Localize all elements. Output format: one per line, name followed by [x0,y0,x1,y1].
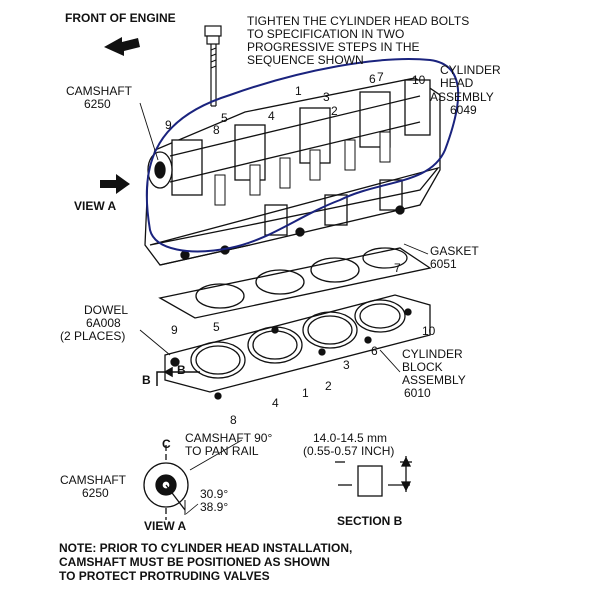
instruction-line-2: TO SPECIFICATION IN TWO [247,27,405,41]
dowel-note: (2 PLACES) [60,329,126,343]
cylinder-head-line-2: HEAD [440,76,474,90]
section-marker-label: B [142,373,151,387]
camshaft-top-code: 6250 [84,97,111,111]
head-seq-5: 5 [221,111,228,125]
view-a-arrow-icon [100,174,130,194]
note-line-2: CAMSHAFT MUST BE POSITIONED AS SHOWN [59,555,330,569]
view-a-detail [143,445,199,520]
cylinder-block [164,294,431,400]
note-line-1: NOTE: PRIOR TO CYLINDER HEAD INSTALLATIO… [59,541,353,555]
cylinder-head [144,77,441,266]
camshaft-bottom-code: 6250 [82,486,109,500]
angle-1: 30.9° [200,487,229,501]
camshaft-90-line-2: TO PAN RAIL [185,444,259,458]
cylinder-block-line-3: ASSEMBLY [402,373,466,387]
head-seq-8: 8 [213,123,220,137]
dowel-code: 6A008 [86,316,121,330]
section-b-label: SECTION B [337,514,403,528]
section-marker-label-2: B [177,363,186,377]
dowel-name: DOWEL [84,303,129,317]
head-seq-6: 6 [369,72,376,86]
cylinder-head-code: 6049 [450,103,477,117]
cylinder-block-code: 6010 [404,386,431,400]
head-seq-1: 1 [295,84,302,98]
view-a-bottom-label: VIEW A [144,519,187,533]
gasket-name: GASKET [430,244,479,258]
head-bolt [204,25,222,107]
view-a-label: VIEW A [74,199,117,213]
block-seq-6: 6 [371,344,378,358]
cylinder-head-line-1: CYLINDER [440,63,501,77]
block-seq-7: 7 [394,261,401,275]
highlight-annotation [145,58,460,253]
cylinder-block-line-1: CYLINDER [402,347,463,361]
block-seq-5: 5 [213,320,220,334]
block-seq-1: 1 [302,386,309,400]
instruction-line-3: PROGRESSIVE STEPS IN THE [247,40,420,54]
front-arrow-icon [104,37,140,56]
block-seq-8: 8 [230,413,237,427]
head-seq-7: 7 [377,70,384,84]
gasket-code: 6051 [430,257,457,271]
gasket [158,247,432,319]
front-of-engine-label: FRONT OF ENGINE [65,11,176,25]
camshaft-bottom-name: CAMSHAFT [60,473,126,487]
dimension-mm: 14.0-14.5 mm [313,431,388,445]
head-seq-9: 9 [165,118,172,132]
instruction-line-1: TIGHTEN THE CYLINDER HEAD BOLTS [247,14,470,28]
cylinder-block-line-2: BLOCK [402,360,443,374]
centerline-symbol: C [162,437,171,451]
dimension-inch: (0.55-0.57 INCH) [303,444,395,458]
cylinder-head-line-3: ASSEMBLY [430,90,494,104]
head-seq-2: 2 [331,104,338,118]
instruction-line-4: SEQUENCE SHOWN [247,53,364,67]
block-seq-2: 2 [325,379,332,393]
block-seq-3: 3 [343,358,350,372]
block-seq-10: 10 [422,324,436,338]
camshaft-90-line-1: CAMSHAFT 90° [185,431,273,445]
section-b-marker [156,366,200,386]
head-seq-3: 3 [323,90,330,104]
section-b-detail [335,456,412,497]
block-seq-9: 9 [171,323,178,337]
head-seq-4: 4 [268,109,275,123]
note-line-3: TO PROTECT PROTRUDING VALVES [59,569,270,583]
block-seq-4: 4 [272,396,279,410]
camshaft-top-name: CAMSHAFT [66,84,132,98]
angle-2: 38.9° [200,500,229,514]
head-seq-10: 10 [412,73,426,87]
